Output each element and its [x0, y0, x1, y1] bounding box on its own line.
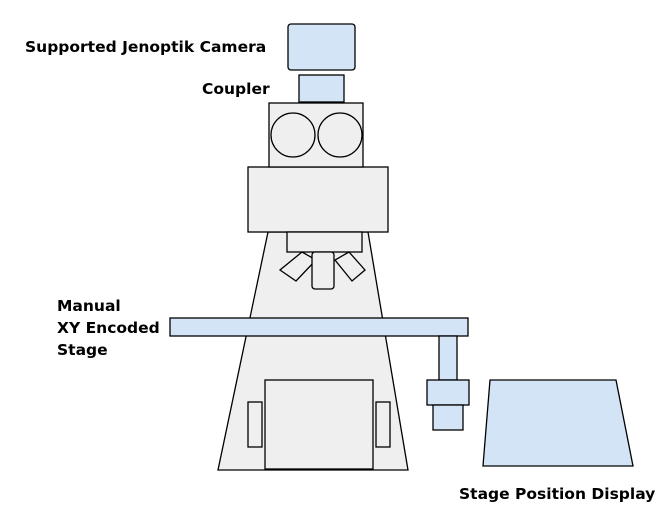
eyepiece-left	[270, 112, 316, 158]
objective-left	[278, 251, 318, 282]
stage-position-display	[482, 379, 634, 467]
coupler	[298, 74, 345, 103]
xy-stage	[169, 317, 469, 337]
focus-knob-left	[247, 401, 263, 448]
stage-label-line3: Stage	[57, 341, 108, 359]
camera	[287, 23, 356, 71]
stage-controller-knob	[432, 404, 464, 431]
eyepiece-right	[317, 112, 363, 158]
coupler-label: Coupler	[202, 80, 270, 98]
camera-label: Supported Jenoptik Camera	[25, 38, 266, 56]
microscope-head	[247, 166, 389, 233]
objective-right	[334, 251, 366, 282]
focus-knob-right	[375, 401, 391, 448]
stage-label-line1: Manual	[57, 297, 121, 315]
objective-center	[311, 251, 335, 290]
stage-controller-shaft	[438, 335, 458, 381]
base-front-panel	[264, 379, 374, 470]
nosepiece	[286, 231, 363, 253]
display-label: Stage Position Display	[459, 485, 655, 503]
stage-label-line2: XY Encoded	[57, 319, 160, 337]
stage-controller-collar	[426, 379, 470, 406]
